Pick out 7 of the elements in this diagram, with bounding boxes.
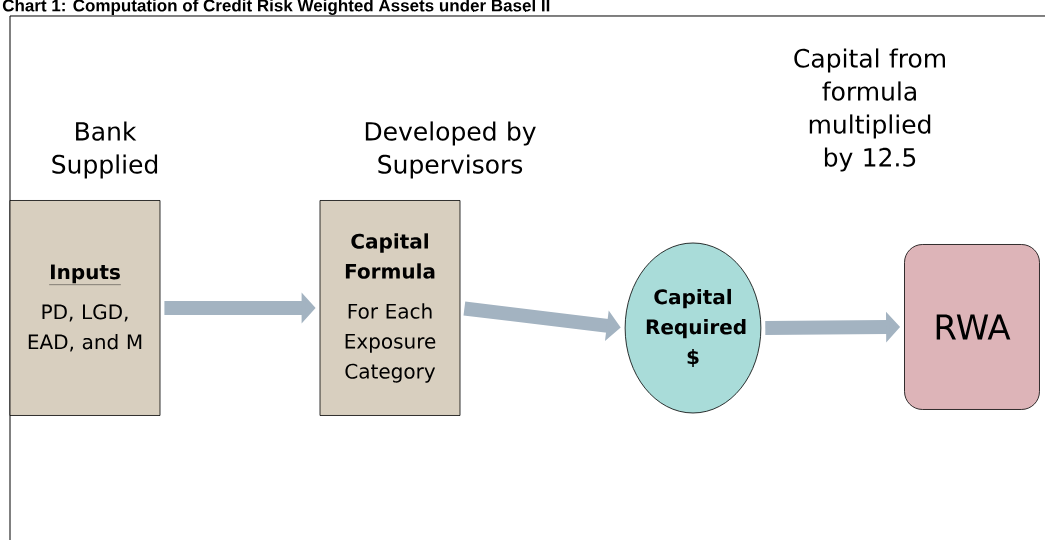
process-box: Inputs PD, LGD, EAD, and M [9,200,161,416]
node-label: Capital from formula multiplied by 12.5 [794,48,945,172]
title: Chart 1: Computation of Credit Risk Weighted Assets under Basel II [2,0,550,15]
node-label: Bank Supplied [52,121,158,179]
node-label: Developed by Supervisors [365,121,536,179]
result-box: RWA [904,244,1040,410]
process-box: Capital Formula For Each Exposure Category [319,200,461,416]
